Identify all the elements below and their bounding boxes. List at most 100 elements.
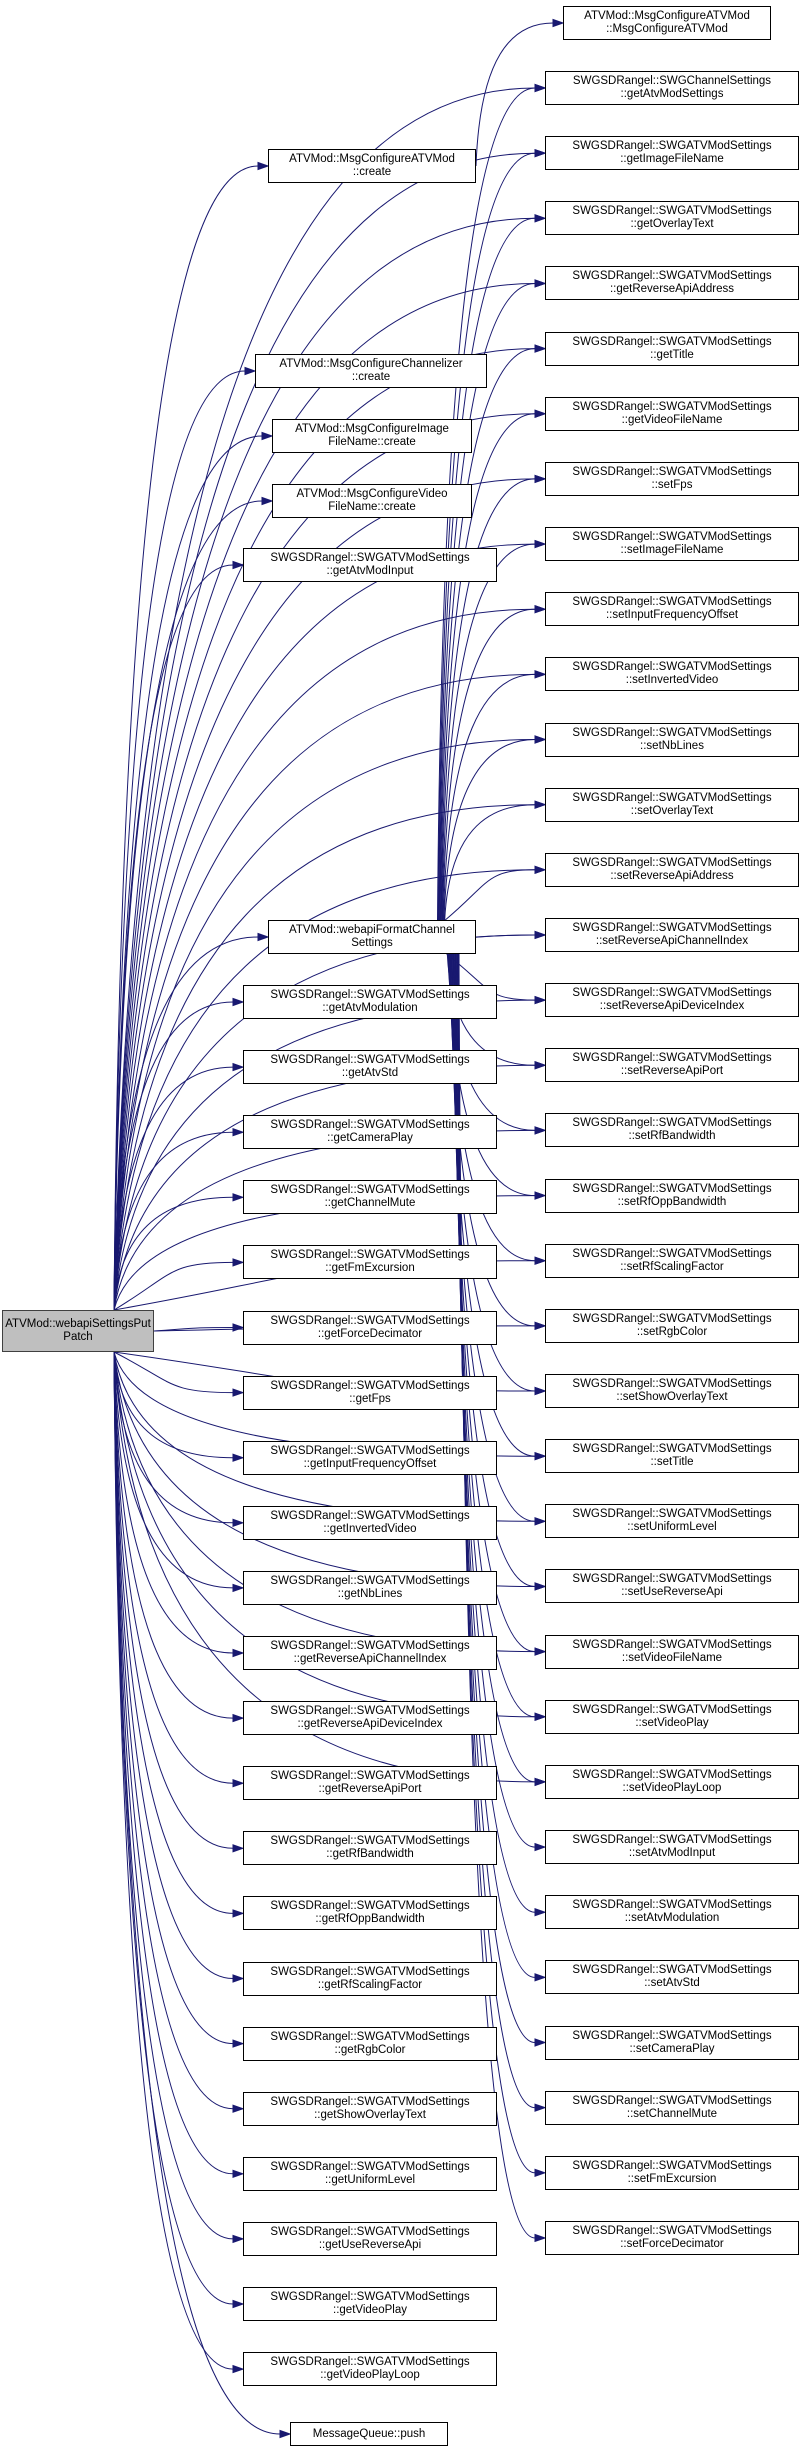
node-get-atv-mod-settings[interactable]: SWGSDRangel::SWGChannelSettings::getAtvM…	[545, 71, 799, 105]
node-get-video-play[interactable]: SWGSDRangel::SWGATVModSettings::getVideo…	[243, 2287, 497, 2321]
edge-arrowhead	[552, 18, 565, 28]
node-label-line: ::getAtvModInput	[326, 565, 414, 577]
node-label-line: SWGSDRangel::SWGATVModSettings	[270, 1444, 470, 1457]
node-label-line: SWGSDRangel::SWGATVModSettings	[572, 465, 772, 478]
node-label-line: ::create	[351, 371, 391, 383]
node-set-image-file-name[interactable]: SWGSDRangel::SWGATVModSettings::setImage…	[545, 527, 799, 562]
node-label-line: ::getImageFileName	[620, 153, 724, 166]
node-set-camera-play[interactable]: SWGSDRangel::SWGATVModSettings::setCamer…	[545, 2025, 799, 2060]
node-get-image-file-name[interactable]: SWGSDRangel::SWGATVModSettings::getImage…	[545, 136, 799, 171]
node-message-queue-push[interactable]: MessageQueue::push	[290, 2422, 448, 2446]
edge-arrowhead	[534, 1061, 547, 1070]
node-set-rf-scaling-factor[interactable]: SWGSDRangel::SWGATVModSettings::setRfSca…	[545, 1243, 799, 1278]
node-set-uniform-level[interactable]: SWGSDRangel::SWGATVModSettings::setUnifo…	[545, 1504, 799, 1539]
node-get-channel-mute[interactable]: SWGSDRangel::SWGATVModSettings::getChann…	[243, 1180, 497, 1215]
node-get-nb-lines[interactable]: SWGSDRangel::SWGATVModSettings::getNbLin…	[243, 1570, 497, 1605]
node-label-line: ::setRfScalingFactor	[620, 1260, 724, 1273]
node-set-use-reverse-api[interactable]: SWGSDRangel::SWGATVModSettings::setUseRe…	[545, 1569, 799, 1604]
node-set-rf-bandwidth[interactable]: SWGSDRangel::SWGATVModSettings::setRfBan…	[545, 1113, 799, 1148]
node-get-video-play-loop[interactable]: SWGSDRangel::SWGATVModSettings::getVideo…	[243, 2352, 497, 2387]
edge-root-to-getReverseApiDeviceIndex	[113, 1351, 234, 1719]
node-get-atv-modulation[interactable]: SWGSDRangel::SWGATVModSettings::getAtvMo…	[243, 985, 497, 1019]
node-set-nb-lines[interactable]: SWGSDRangel::SWGATVModSettings::setNbLin…	[545, 722, 799, 757]
node-get-title[interactable]: SWGSDRangel::SWGATVModSettings::getTitle	[545, 331, 799, 366]
node-label-line: ATVMod::MsgConfigureChannelizer	[279, 358, 463, 370]
node-label-line: ATVMod::MsgConfigureATVMod	[584, 10, 750, 22]
node-set-show-overlay-text[interactable]: SWGSDRangel::SWGATVModSettings::setShowO…	[545, 1374, 799, 1408]
node-label-line: ::setRgbColor	[636, 1325, 708, 1338]
node-get-fps[interactable]: SWGSDRangel::SWGATVModSettings::getFps	[243, 1375, 497, 1410]
node-get-show-overlay-text[interactable]: SWGSDRangel::SWGATVModSettings::getShowO…	[243, 2091, 497, 2126]
node-set-video-play[interactable]: SWGSDRangel::SWGATVModSettings::setVideo…	[545, 1699, 799, 1734]
node-get-uniform-level[interactable]: SWGSDRangel::SWGATVModSettings::getUnifo…	[243, 2156, 497, 2191]
node-label-line: ::getFmExcursion	[325, 1262, 415, 1275]
node-label-line: ::setVideoPlayLoop	[622, 1781, 722, 1794]
node-set-atv-std[interactable]: SWGSDRangel::SWGATVModSettings::setAtvSt…	[545, 1960, 799, 1995]
node-get-overlay-text[interactable]: SWGSDRangel::SWGATVModSettings::getOverl…	[545, 201, 799, 236]
node-set-atv-modulation[interactable]: SWGSDRangel::SWGATVModSettings::setAtvMo…	[545, 1895, 799, 1930]
node-get-atv-std[interactable]: SWGSDRangel::SWGATVModSettings::getAtvSt…	[243, 1050, 497, 1085]
node-label-line: SWGSDRangel::SWGATVModSettings	[270, 1770, 470, 1783]
node-label-line: SWGSDRangel::SWGATVModSettings	[572, 1312, 772, 1325]
node-get-camera-play[interactable]: SWGSDRangel::SWGATVModSettings::getCamer…	[243, 1115, 497, 1150]
node-get-force-decimator[interactable]: SWGSDRangel::SWGATVModSettings::getForce…	[243, 1310, 497, 1345]
node-msgcfg-create[interactable]: ATVMod::MsgConfigureATVMod::create	[268, 149, 476, 183]
node-get-reverse-api-port[interactable]: SWGSDRangel::SWGATVModSettings::getRever…	[243, 1766, 497, 1801]
node-get-atv-mod-input[interactable]: SWGSDRangel::SWGATVModSettings::getAtvMo…	[243, 548, 497, 582]
edge-arrowhead	[232, 1583, 245, 1593]
node-get-video-file-name[interactable]: SWGSDRangel::SWGATVModSettings::getVideo…	[545, 396, 799, 431]
node-label-line: SWGSDRangel::SWGATVModSettings	[270, 1184, 470, 1197]
node-label-line: SWGSDRangel::SWGATVModSettings	[270, 1835, 470, 1848]
node-label-line: SWGSDRangel::SWGATVModSettings	[572, 596, 772, 609]
node-get-rf-scaling-factor[interactable]: SWGSDRangel::SWGATVModSettings::getRfSca…	[243, 1961, 497, 1996]
node-set-channel-mute[interactable]: SWGSDRangel::SWGATVModSettings::setChann…	[545, 2090, 799, 2125]
edge-arrowhead	[232, 2104, 245, 2113]
node-get-reverse-api-channel-index[interactable]: SWGSDRangel::SWGATVModSettings::getRever…	[243, 1636, 497, 1670]
node-set-inverted-video[interactable]: SWGSDRangel::SWGATVModSettings::setInver…	[545, 657, 799, 692]
node-set-fps[interactable]: SWGSDRangel::SWGATVModSettings::setFps	[545, 461, 799, 496]
node-get-rf-bandwidth[interactable]: SWGSDRangel::SWGATVModSettings::getRfBan…	[243, 1831, 497, 1866]
node-get-rgb-color[interactable]: SWGSDRangel::SWGATVModSettings::getRgbCo…	[243, 2026, 497, 2061]
node-set-input-frequency-offset[interactable]: SWGSDRangel::SWGATVModSettings::setInput…	[545, 592, 799, 627]
edge-root-to-getForceDecimator	[153, 1327, 234, 1332]
node-label-line: ::getTitle	[650, 348, 694, 361]
node-label-line: ::create	[352, 166, 392, 178]
node-set-reverse-api-channel-index[interactable]: SWGSDRangel::SWGATVModSettings::setRever…	[545, 917, 799, 952]
node-set-video-file-name[interactable]: SWGSDRangel::SWGATVModSettings::setVideo…	[545, 1634, 799, 1669]
node-get-inverted-video[interactable]: SWGSDRangel::SWGATVModSettings::getInver…	[243, 1505, 497, 1540]
node-set-rf-opp-bandwidth[interactable]: SWGSDRangel::SWGATVModSettings::setRfOpp…	[545, 1178, 799, 1213]
node-msgchan-create[interactable]: ATVMod::MsgConfigureChannelizer::create	[255, 354, 487, 388]
edge-arrowhead	[232, 2299, 245, 2309]
edge-arrowhead	[279, 2429, 292, 2439]
node-set-title[interactable]: SWGSDRangel::SWGATVModSettings::setTitle	[545, 1439, 799, 1474]
node-label-line: SWGSDRangel::SWGATVModSettings	[270, 1054, 470, 1067]
node-set-reverse-api-device-index[interactable]: SWGSDRangel::SWGATVModSettings::setRever…	[545, 983, 799, 1018]
node-set-force-decimator[interactable]: SWGSDRangel::SWGATVModSettings::setForce…	[545, 2220, 799, 2255]
node-get-reverse-api-address[interactable]: SWGSDRangel::SWGATVModSettings::getRever…	[545, 266, 799, 301]
node-get-fm-excursion[interactable]: SWGSDRangel::SWGATVModSettings::getFmExc…	[243, 1245, 497, 1280]
node-set-reverse-api-port[interactable]: SWGSDRangel::SWGATVModSettings::setRever…	[545, 1048, 799, 1083]
node-msgcfg-ctor[interactable]: ATVMod::MsgConfigureATVMod::MsgConfigure…	[563, 6, 771, 40]
edge-root-to-msgvid_create	[113, 500, 263, 1311]
node-label-line: ::setAtvStd	[644, 1977, 700, 1990]
node-label-line: SWGSDRangel::SWGATVModSettings	[270, 1965, 470, 1978]
node-set-video-play-loop[interactable]: SWGSDRangel::SWGATVModSettings::setVideo…	[545, 1764, 799, 1799]
node-label-line: SWGSDRangel::SWGATVModSettings	[270, 1119, 470, 1132]
node-set-rgb-color[interactable]: SWGSDRangel::SWGATVModSettings::setRgbCo…	[545, 1308, 799, 1343]
node-label-line: ::setOverlayText	[630, 804, 714, 817]
node-set-overlay-text[interactable]: SWGSDRangel::SWGATVModSettings::setOverl…	[545, 787, 799, 822]
node-get-reverse-api-device-index[interactable]: SWGSDRangel::SWGATVModSettings::getRever…	[243, 1701, 497, 1736]
node-set-atv-mod-input[interactable]: SWGSDRangel::SWGATVModSettings::setAtvMo…	[545, 1830, 799, 1865]
node-get-rf-opp-bandwidth[interactable]: SWGSDRangel::SWGATVModSettings::getRfOpp…	[243, 1896, 497, 1931]
edge-arrowhead	[534, 1582, 547, 1591]
edge-root-to-getAtvModInput	[113, 564, 234, 1311]
node-get-input-frequency-offset[interactable]: SWGSDRangel::SWGATVModSettings::getInput…	[243, 1440, 497, 1475]
node-set-fm-excursion[interactable]: SWGSDRangel::SWGATVModSettings::setFmExc…	[545, 2155, 799, 2190]
edge-arrowhead	[232, 2234, 245, 2244]
node-get-use-reverse-api[interactable]: SWGSDRangel::SWGATVModSettings::getUseRe…	[243, 2221, 497, 2256]
node-set-reverse-api-address[interactable]: SWGSDRangel::SWGATVModSettings::setRever…	[545, 852, 799, 887]
